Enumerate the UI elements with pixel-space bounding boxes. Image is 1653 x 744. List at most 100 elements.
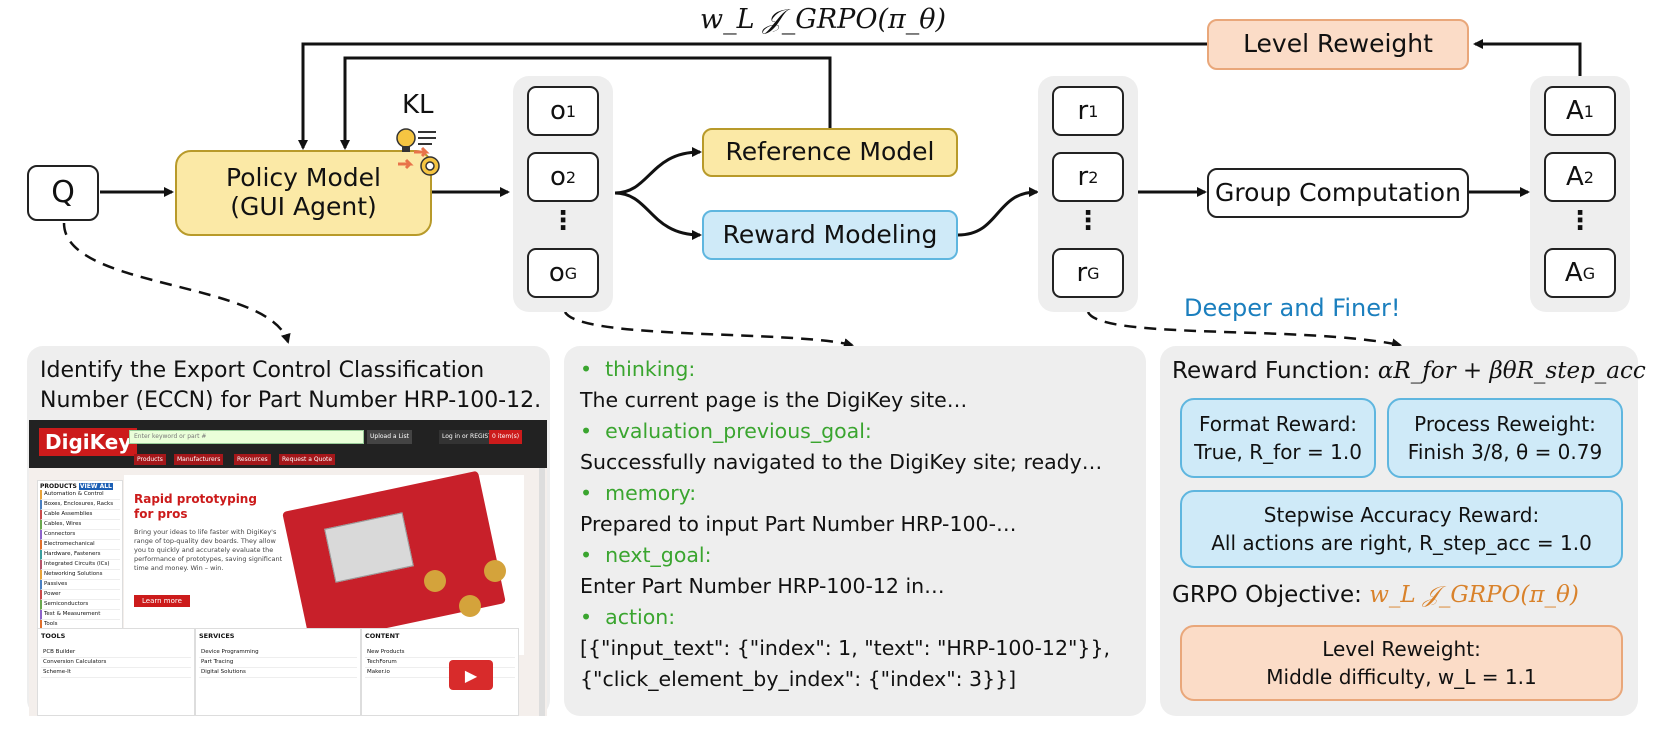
field-action-value-1: [{"input_text": {"index": 1, "text": "HR… [580, 636, 1111, 660]
products-header: PRODUCTS [40, 483, 77, 490]
tools-card: TOOLS PCB Builder Conversion Calculators… [37, 628, 195, 716]
field-memory-key: • memory: [580, 481, 697, 505]
rewards-ellipsis: ⋮ [1075, 206, 1101, 236]
reward-function-row: Reward Function: αR_for + βθR_step_acc [1172, 358, 1646, 384]
kl-label: KL [402, 90, 434, 120]
screenshot-cart: 0 item(s) [489, 430, 523, 444]
board-antenna-2 [459, 595, 481, 617]
content-item: New Products [365, 648, 515, 658]
category-item: Test & Measurement [40, 610, 120, 620]
stepwise-accuracy-title: Stepwise Accuracy Reward: [1263, 503, 1540, 527]
arrow-reward-rewards [957, 187, 1039, 237]
level-reweight-box: Level Reweight: Middle difficulty, w_L =… [1180, 625, 1623, 701]
field-action-value-2: {"click_element_by_index": {"index": 3}}… [580, 667, 1017, 691]
screenshot-tab-resources: Resources [234, 454, 271, 465]
policy-model-sublabel: (GUI Agent) [230, 192, 377, 221]
process-reweight-value: Finish 3/8, θ = 0.79 [1407, 440, 1603, 464]
field-eval-key: • evaluation_previous_goal: [580, 419, 872, 443]
stepwise-accuracy-value: All actions are right, R_step_acc = 1.0 [1211, 531, 1592, 555]
reward-modeling-node: Reward Modeling [702, 210, 958, 260]
category-item: Electromechanical [40, 540, 120, 550]
category-item: Cables, Wires [40, 520, 120, 530]
category-item: Integrated Circuits (ICs) [40, 560, 120, 570]
hero-text: Rapid prototyping for pros Bring your id… [134, 492, 284, 607]
arrow-advantages-level [1473, 39, 1582, 78]
content-header: CONTENT [365, 632, 400, 640]
format-reward-value: True, R_for = 1.0 [1194, 440, 1362, 464]
advantages-ellipsis: ⋮ [1567, 206, 1593, 236]
play-icon: ▶ [449, 660, 493, 690]
screenshot-tab-manufacturers: Manufacturers [174, 454, 224, 465]
field-memory-value: Prepared to input Part Number HRP-100-… [580, 512, 1017, 536]
process-reweight-title: Process Reweight: [1414, 412, 1596, 436]
policy-model-node: Policy Model (GUI Agent) [175, 150, 432, 236]
task-line-1: Identify the Export Control Classificati… [40, 358, 485, 383]
learn-more-button: Learn more [134, 595, 190, 607]
services-header: SERVICES [199, 632, 235, 640]
agent-output-panel [564, 346, 1146, 716]
dashed-q-task [62, 222, 291, 344]
agent-output-text: • thinking: The current page is the Digi… [580, 354, 1140, 695]
service-item: Device Programming [199, 648, 357, 658]
stepwise-accuracy-box: Stepwise Accuracy Reward: All actions ar… [1180, 490, 1623, 568]
view-all: VIEW ALL [78, 483, 113, 490]
category-item: Automation & Control [40, 490, 120, 500]
category-item: Boxes, Enclosures, Racks [40, 500, 120, 510]
arrow-level-policy [298, 42, 1208, 150]
tool-item: Scheme-It [41, 668, 191, 678]
field-eval-value: Successfully navigated to the DigiKey si… [580, 450, 1103, 474]
tool-item: PCB Builder [41, 648, 191, 658]
level-reweight-node: Level Reweight [1207, 19, 1469, 70]
field-thinking-key: • thinking: [580, 357, 696, 381]
outputs-ellipsis: ⋮ [550, 206, 576, 236]
task-line-2: Number (ECCN) for Part Number HRP-100-12… [40, 388, 542, 413]
grpo-objective-row: GRPO Objective: w_L 𝒥_GRPO(π_θ) [1172, 582, 1579, 608]
screenshot-search: Enter keyword or part # [129, 430, 364, 444]
scrollbar [539, 468, 545, 716]
tool-item: Conversion Calculators [41, 658, 191, 668]
dashed-rewards-panel [1086, 311, 1402, 349]
group-computation-node: Group Computation [1207, 168, 1469, 218]
format-reward-title: Format Reward: [1198, 412, 1358, 436]
process-reweight-box: Process Reweight: Finish 3/8, θ = 0.79 [1387, 398, 1623, 478]
webpage-screenshot: DigiKey Enter keyword or part # Upload a… [29, 420, 547, 716]
board-antenna-1 [424, 570, 446, 592]
arrow-reference-policy [340, 56, 832, 150]
policy-model-label: Policy Model [226, 163, 381, 193]
reward-function-formula: αR_for + βθR_step_acc [1377, 358, 1646, 384]
grpo-objective-label: GRPO Objective: [1172, 582, 1362, 608]
services-card: SERVICES Device Programming Part Tracing… [195, 628, 361, 716]
tools-header: TOOLS [41, 632, 66, 640]
format-reward-box: Format Reward: True, R_for = 1.0 [1180, 398, 1376, 478]
field-thinking-value: The current page is the DigiKey site… [580, 388, 968, 412]
deeper-finer-label: Deeper and Finer! [1184, 294, 1401, 322]
content-item: TechForum [365, 658, 515, 668]
reference-model-node: Reference Model [702, 128, 958, 177]
category-item: Cable Assemblies [40, 510, 120, 520]
category-item: Power [40, 590, 120, 600]
screenshot-header: DigiKey Enter keyword or part # Upload a… [29, 420, 547, 468]
board-antenna-3 [484, 560, 506, 582]
arrow-outputs-reward [614, 191, 702, 240]
category-item: Semiconductors [40, 600, 120, 610]
screenshot-login: Log in or REGISTER [439, 430, 503, 444]
category-item: Passives [40, 580, 120, 590]
screenshot-upload: Upload a List [367, 430, 413, 444]
query-node: Q [27, 165, 99, 221]
level-reweight-title: Level Reweight: [1322, 637, 1481, 661]
reward-function-label: Reward Function: [1172, 358, 1371, 384]
hero-title-2: for pros [134, 507, 188, 521]
field-next-goal-key: • next_goal: [580, 543, 712, 567]
content-card: CONTENT New Products TechForum Maker.io [361, 628, 519, 716]
category-item: Networking Solutions [40, 570, 120, 580]
hero-body: Bring your ideas to life faster with Dig… [134, 528, 283, 572]
